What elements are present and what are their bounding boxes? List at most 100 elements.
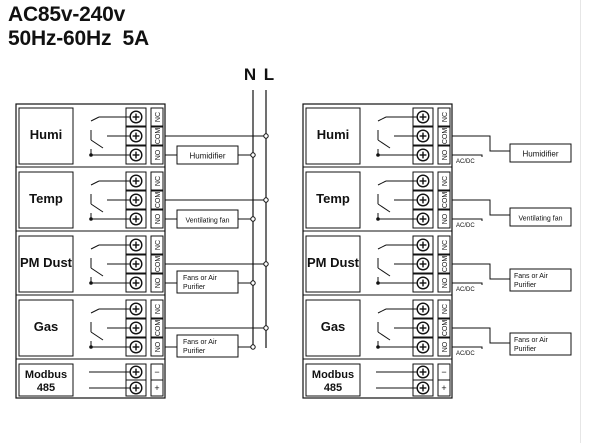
acdc-label: AC/DC	[456, 159, 475, 165]
junction-dot	[250, 280, 256, 286]
module-label-box	[18, 171, 74, 229]
load-label: Purifier	[183, 348, 206, 355]
module-label-box	[18, 107, 74, 165]
junction-dot	[250, 344, 256, 350]
junction-dot	[250, 152, 256, 158]
modbus-address: 485	[324, 382, 342, 394]
module-label-box	[18, 235, 74, 293]
terminal-com-label: COM	[155, 320, 162, 337]
terminal-tag	[150, 273, 164, 293]
relay-contact	[377, 244, 387, 250]
page-edge-divider	[580, 0, 581, 443]
load-label: Ventilating fan	[519, 216, 563, 223]
terminal-no-label: NO	[442, 341, 449, 352]
junction-dot	[263, 133, 269, 139]
load-wire	[452, 346, 483, 349]
module-label-box	[305, 299, 361, 357]
junction-dot	[263, 261, 269, 267]
terminal-nc-label: NC	[155, 112, 162, 122]
load-label: Purifier	[514, 282, 537, 289]
relay-pivot	[89, 345, 93, 349]
load-label: Fans or Air	[514, 273, 549, 280]
relay-contact	[90, 116, 100, 122]
modbus-label: Modbus	[312, 369, 354, 381]
relay-pivot	[89, 153, 93, 157]
terminal-no-label: NO	[155, 341, 162, 352]
terminal-com-label: COM	[442, 192, 449, 209]
relay-contact	[377, 267, 391, 277]
relay-contact	[377, 203, 391, 213]
load-label: Purifier	[183, 284, 206, 291]
terminal-nc-label: NC	[442, 240, 449, 250]
relay-contact	[377, 308, 387, 314]
relay-pivot	[376, 217, 380, 221]
relay-contact	[377, 139, 391, 149]
mains-n-label: N	[244, 65, 256, 84]
terminal-plus-label: +	[441, 383, 446, 393]
terminal-com-label: COM	[442, 256, 449, 273]
terminal-tag	[150, 254, 164, 274]
relay-pivot	[376, 281, 380, 285]
terminal-tag	[150, 318, 164, 338]
junction-dot	[263, 325, 269, 331]
terminal-tag	[150, 126, 164, 146]
terminal-com-label: COM	[442, 128, 449, 145]
terminal-tag	[437, 254, 451, 274]
load-box	[509, 207, 572, 227]
module-name: PM Dust	[20, 255, 73, 270]
module-name: PM Dust	[307, 255, 360, 270]
terminal-tag	[437, 318, 451, 338]
modbus-address: 485	[37, 382, 55, 394]
terminal-com-label: COM	[155, 192, 162, 209]
relay-pivot	[89, 281, 93, 285]
terminal-nc-label: NC	[155, 304, 162, 314]
load-label: Fans or Air	[183, 275, 218, 282]
load-label: Fans or Air	[514, 337, 549, 344]
module-label-box	[305, 171, 361, 229]
terminal-no-label: NO	[155, 277, 162, 288]
module-name: Humi	[30, 127, 63, 142]
relay-pivot	[89, 217, 93, 221]
junction-dot	[263, 197, 269, 203]
acdc-label: AC/DC	[456, 351, 475, 357]
terminal-tag	[150, 171, 164, 191]
relay-contact	[377, 331, 391, 341]
relay-pivot	[376, 345, 380, 349]
load-wire	[452, 199, 510, 216]
relay-contact	[90, 203, 104, 213]
terminal-tag	[150, 107, 164, 127]
load-box	[176, 270, 239, 294]
terminal-nc-label: NC	[442, 112, 449, 122]
terminal-no-label: NO	[442, 277, 449, 288]
acdc-label: AC/DC	[456, 287, 475, 293]
acdc-label: AC/DC	[456, 223, 475, 229]
relay-contact	[377, 116, 387, 122]
terminal-no-label: NO	[155, 149, 162, 160]
module-name: Humi	[317, 127, 350, 142]
load-box	[509, 143, 572, 163]
terminal-tag	[437, 126, 451, 146]
load-label: Ventilating fan	[186, 218, 230, 225]
load-box	[509, 332, 572, 356]
terminal-tag	[437, 299, 451, 319]
modbus-label-box	[18, 363, 74, 397]
module-name: Temp	[316, 191, 350, 206]
relay-contact	[377, 180, 387, 186]
load-label: Fans or Air	[183, 339, 218, 346]
load-label: Humidifier	[522, 150, 558, 159]
terminal-tag	[437, 171, 451, 191]
frequency-current-label: 50Hz-60Hz 5A	[8, 27, 149, 50]
terminal-tag	[150, 299, 164, 319]
load-wire	[452, 154, 483, 157]
terminal-nc-label: NC	[155, 176, 162, 186]
module-name: Temp	[29, 191, 63, 206]
terminal-com-label: COM	[155, 128, 162, 145]
relay-contact	[90, 267, 104, 277]
relay-contact	[90, 308, 100, 314]
terminal-tag	[437, 235, 451, 255]
terminal-com-label: COM	[442, 320, 449, 337]
relay-contact	[90, 331, 104, 341]
mains-l-label: L	[264, 65, 274, 84]
terminal-tag	[437, 379, 451, 397]
modbus-label: Modbus	[25, 369, 67, 381]
